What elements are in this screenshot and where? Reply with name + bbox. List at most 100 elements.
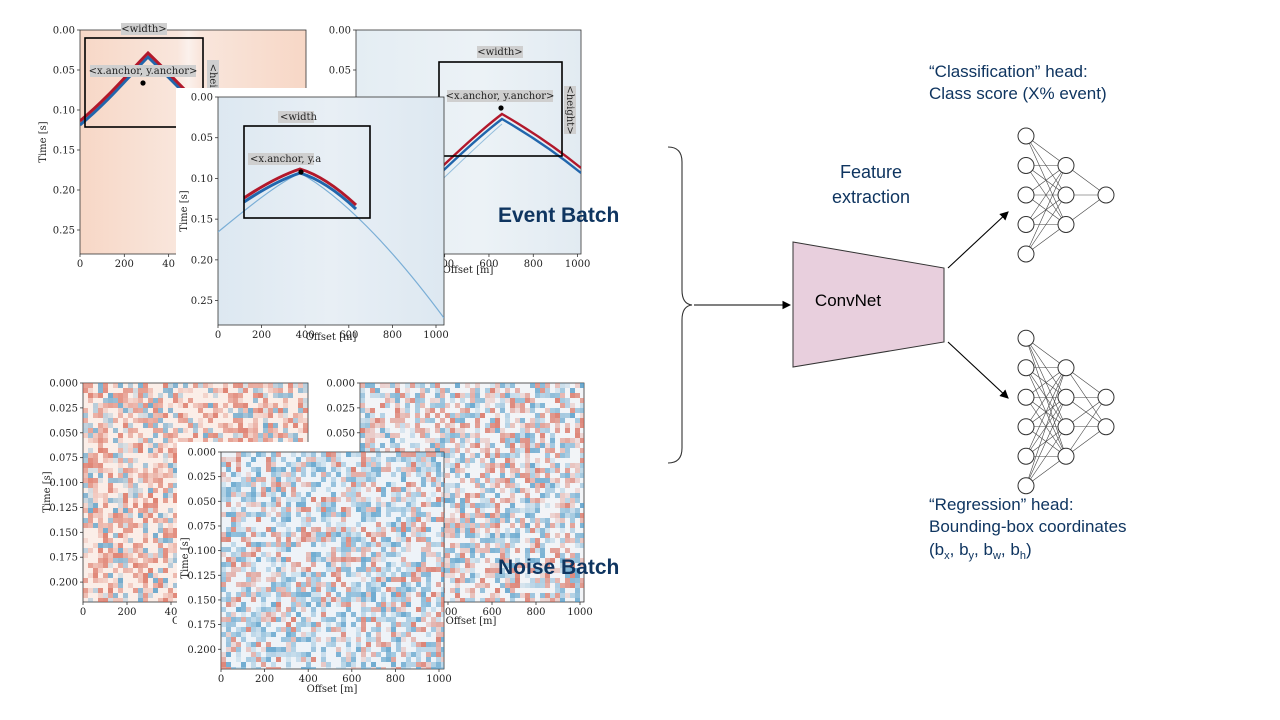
- noise-cell: [286, 462, 291, 467]
- noise-cell: [103, 453, 108, 458]
- noise-cell: [88, 588, 93, 593]
- noise-cell: [316, 532, 321, 537]
- noise-cell: [406, 602, 411, 607]
- noise-cell: [83, 518, 88, 523]
- noise-cell: [163, 388, 168, 393]
- network-node: [1057, 359, 1075, 377]
- noise-cell: [306, 602, 311, 607]
- noise-cell: [485, 408, 490, 413]
- noise-cell: [341, 477, 346, 482]
- noise-cell: [233, 433, 238, 438]
- network-edge: [1025, 165, 1067, 255]
- noise-cell: [143, 393, 148, 398]
- noise-cell: [515, 578, 520, 583]
- noise-cell: [545, 503, 550, 508]
- noise-cell: [381, 557, 386, 562]
- noise-cell: [490, 533, 495, 538]
- noise-cell: [380, 443, 385, 448]
- noise-cell: [515, 488, 520, 493]
- noise-cell: [426, 662, 431, 667]
- noise-cell: [376, 457, 381, 462]
- noise-cell: [321, 452, 326, 457]
- noise-cell: [231, 557, 236, 562]
- noise-cell: [401, 562, 406, 567]
- noise-cell: [236, 567, 241, 572]
- noise-cell: [168, 518, 173, 523]
- noise-cell: [138, 433, 143, 438]
- noise-cell: [241, 537, 246, 542]
- noise-cell: [435, 388, 440, 393]
- noise-cell: [411, 617, 416, 622]
- noise-cell: [153, 503, 158, 508]
- noise-cell: [301, 452, 306, 457]
- noise-cell: [540, 403, 545, 408]
- noise-cell: [148, 553, 153, 558]
- noise-cell: [540, 388, 545, 393]
- noise-cell: [445, 413, 450, 418]
- noise-cell: [515, 558, 520, 563]
- noise-cell: [540, 578, 545, 583]
- noise-cell: [430, 398, 435, 403]
- noise-cell: [261, 657, 266, 662]
- noise-cell: [490, 428, 495, 433]
- noise-cell: [138, 593, 143, 598]
- noise-cell: [251, 612, 256, 617]
- noise-cell: [360, 408, 365, 413]
- noise-cell: [128, 413, 133, 418]
- noise-cell: [426, 657, 431, 662]
- noise-cell: [93, 543, 98, 548]
- noise-cell: [351, 547, 356, 552]
- noise-cell: [426, 467, 431, 472]
- noise-cell: [311, 597, 316, 602]
- noise-cell: [291, 472, 296, 477]
- noise-cell: [455, 593, 460, 598]
- noise-cell: [118, 498, 123, 503]
- noise-cell: [490, 468, 495, 473]
- noise-cell: [580, 483, 584, 488]
- noise-cell: [251, 582, 256, 587]
- noise-cell: [231, 597, 236, 602]
- noise-cell: [565, 453, 570, 458]
- noise-cell: [580, 448, 584, 453]
- noise-cell: [286, 477, 291, 482]
- y-tick-label: 0.000: [187, 448, 216, 459]
- noise-cell: [361, 592, 366, 597]
- noise-cell: [570, 593, 575, 598]
- noise-cell: [103, 593, 108, 598]
- noise-cell: [465, 448, 470, 453]
- noise-cell: [286, 537, 291, 542]
- noise-cell: [441, 597, 444, 602]
- noise-cell: [475, 393, 480, 398]
- noise-cell: [560, 493, 565, 498]
- noise-cell: [495, 508, 500, 513]
- noise-cell: [565, 503, 570, 508]
- noise-cell: [575, 393, 580, 398]
- noise-cell: [168, 538, 173, 543]
- noise-cell: [213, 403, 218, 408]
- noise-cell: [158, 403, 163, 408]
- noise-cell: [311, 577, 316, 582]
- noise-cell: [356, 627, 361, 632]
- noise-cell: [515, 533, 520, 538]
- noise-cell: [298, 408, 303, 413]
- noise-cell: [286, 472, 291, 477]
- noise-cell: [580, 413, 584, 418]
- noise-cell: [321, 662, 326, 667]
- noise-cell: [251, 642, 256, 647]
- noise-cell: [455, 403, 460, 408]
- noise-cell: [341, 602, 346, 607]
- noise-cell: [445, 523, 450, 528]
- noise-cell: [426, 497, 431, 502]
- noise-cell: [221, 607, 226, 612]
- y-tick-label: 0.175: [49, 553, 78, 564]
- noise-cell: [148, 573, 153, 578]
- noise-cell: [416, 662, 421, 667]
- noise-cell: [88, 473, 93, 478]
- noise-cell: [311, 647, 316, 652]
- noise-cell: [133, 493, 138, 498]
- noise-cell: [123, 563, 128, 568]
- noise-cell: [381, 542, 386, 547]
- noise-cell: [246, 587, 251, 592]
- noise-cell: [271, 607, 276, 612]
- noise-cell: [103, 578, 108, 583]
